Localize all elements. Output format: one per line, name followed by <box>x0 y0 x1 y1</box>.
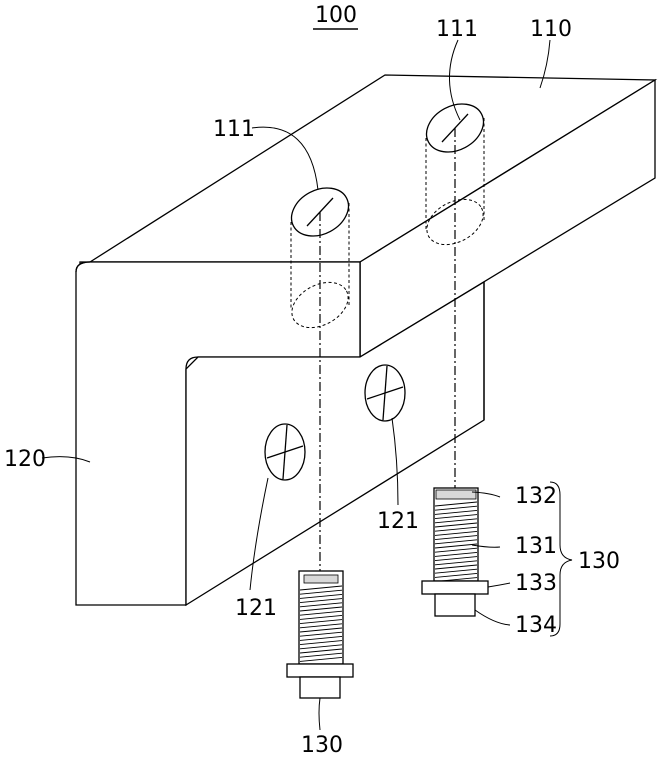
thread-line <box>299 648 343 654</box>
thread-line <box>434 539 478 545</box>
thread-line <box>299 589 343 595</box>
thread-line <box>299 640 343 646</box>
thread-line <box>299 635 343 641</box>
label-111-left: 111 <box>213 117 255 142</box>
thread-line <box>434 505 478 511</box>
thread-line <box>299 656 343 662</box>
thread-line <box>434 564 478 570</box>
thread-line <box>434 556 478 562</box>
thread-line <box>434 518 478 524</box>
screw-130-right <box>421 487 489 617</box>
plate-120 <box>75 261 485 607</box>
label-130-group: 130 <box>578 549 620 574</box>
hole-121-right <box>364 364 406 422</box>
label-133: 133 <box>515 571 557 596</box>
thread-line <box>299 610 343 616</box>
thread-line <box>434 530 478 536</box>
label-132: 132 <box>515 484 557 509</box>
screw-130-left-flange <box>286 663 354 678</box>
thread-line <box>299 631 343 637</box>
screw-130-right-tip-134 <box>434 593 476 617</box>
thread-line <box>434 543 478 549</box>
thread-line <box>299 619 343 625</box>
thread-line <box>434 560 478 566</box>
label-120: 120 <box>4 447 46 472</box>
thread-line <box>434 501 478 507</box>
leader-lines <box>41 39 573 731</box>
thread-line <box>299 627 343 633</box>
label-131: 131 <box>515 534 557 559</box>
label-121-right: 121 <box>377 509 419 534</box>
plate-120-corner <box>75 261 91 273</box>
screw-130-left <box>286 570 354 699</box>
thread-line <box>299 606 343 612</box>
thread-line <box>299 623 343 629</box>
label-130-bottom: 130 <box>301 733 343 757</box>
thread-line <box>434 509 478 515</box>
thread-line <box>434 522 478 528</box>
screw-130-right-flange-133 <box>421 580 489 595</box>
thread-line <box>299 585 343 591</box>
thread-line <box>299 644 343 650</box>
thread-line <box>299 614 343 620</box>
hole-121-left <box>264 423 306 481</box>
thread-line <box>299 652 343 658</box>
label-110: 110 <box>530 17 572 42</box>
thread-line <box>299 593 343 599</box>
label-134: 134 <box>515 613 557 638</box>
thread-line <box>434 572 478 578</box>
screw-130-left-tip <box>299 676 341 699</box>
screw-130-right-cap-132 <box>435 489 477 500</box>
thread-line <box>299 602 343 608</box>
label-111-right: 111 <box>436 17 478 42</box>
thread-line <box>299 598 343 604</box>
label-121-left: 121 <box>235 596 277 621</box>
figure-number: 100 <box>315 3 357 28</box>
thread-line <box>434 514 478 520</box>
thread-line <box>434 568 478 574</box>
thread-line <box>434 535 478 541</box>
thread-line <box>434 526 478 532</box>
thread-line <box>434 551 478 557</box>
thread-line <box>434 547 478 553</box>
